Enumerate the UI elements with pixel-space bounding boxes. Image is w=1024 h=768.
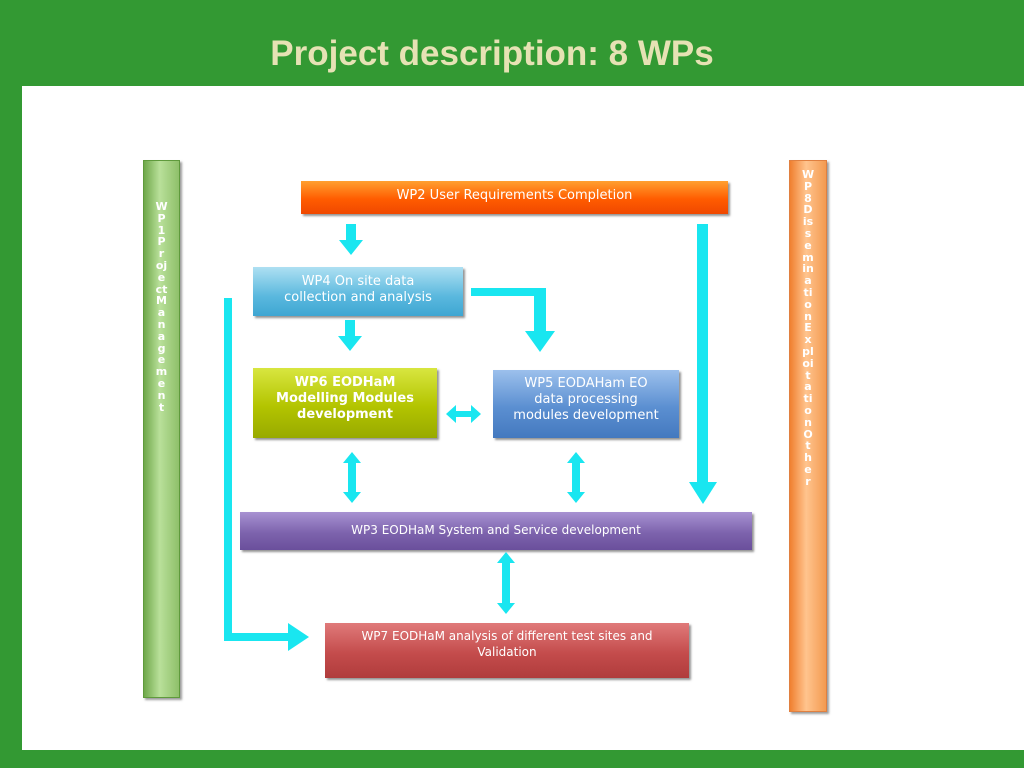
wp8-dissemination-bar: WP8 Dissemination Exploitation Other bbox=[789, 160, 827, 712]
wp5-label-line2: data processing bbox=[534, 392, 638, 407]
wp4-label-line2: collection and analysis bbox=[284, 290, 432, 305]
arrow-wp6-wp3 bbox=[343, 452, 361, 503]
wp6-box: WP6 EODHaM Modelling Modules development bbox=[253, 368, 437, 438]
arrow-wp4-to-wp7 bbox=[224, 290, 309, 651]
wp5-label-line3: modules development bbox=[513, 408, 659, 423]
wp6-label-line3: development bbox=[297, 407, 393, 422]
arrow-wp5-wp3 bbox=[567, 452, 585, 503]
wp5-box: WP5 EODAHam EO data processing modules d… bbox=[493, 370, 679, 438]
wp6-label-line1: WP6 EODHaM bbox=[294, 375, 396, 390]
arrow-wp2-to-wp4 bbox=[339, 224, 363, 255]
wp4-label-line1: WP4 On site data bbox=[301, 274, 415, 289]
wp3-box: WP3 EODHaM System and Service developmen… bbox=[240, 512, 752, 550]
slide-title: Project description: 8 WPs bbox=[270, 34, 714, 73]
wp5-label-line1: WP5 EODAHam EO bbox=[524, 376, 648, 391]
wp7-label-line1: WP7 EODHaM analysis of different test si… bbox=[361, 629, 653, 643]
wp7-label-line2: Validation bbox=[477, 645, 537, 659]
arrow-wp4-to-wp5 bbox=[471, 288, 555, 352]
wp4-box: WP4 On site data collection and analysis bbox=[253, 267, 463, 316]
wp1-project-management-bar: WP1 Project Management bbox=[143, 160, 180, 698]
wp8-label: WP8 Dissemination Exploitation Other bbox=[802, 168, 815, 488]
arrow-wp3-wp7 bbox=[497, 552, 515, 614]
arrow-wp2-to-wp3 bbox=[689, 224, 717, 504]
wp3-label: WP3 EODHaM System and Service developmen… bbox=[351, 523, 641, 537]
wp2-box: WP2 User Requirements Completion bbox=[301, 181, 728, 214]
arrow-wp6-wp5 bbox=[446, 405, 481, 423]
wp1-label: WP1 Project Management bbox=[155, 200, 168, 414]
arrow-wp4-to-wp6 bbox=[338, 320, 362, 351]
wp2-label: WP2 User Requirements Completion bbox=[396, 188, 633, 203]
wp6-label-line2: Modelling Modules bbox=[276, 391, 414, 406]
wp7-box: WP7 EODHaM analysis of different test si… bbox=[325, 623, 689, 678]
